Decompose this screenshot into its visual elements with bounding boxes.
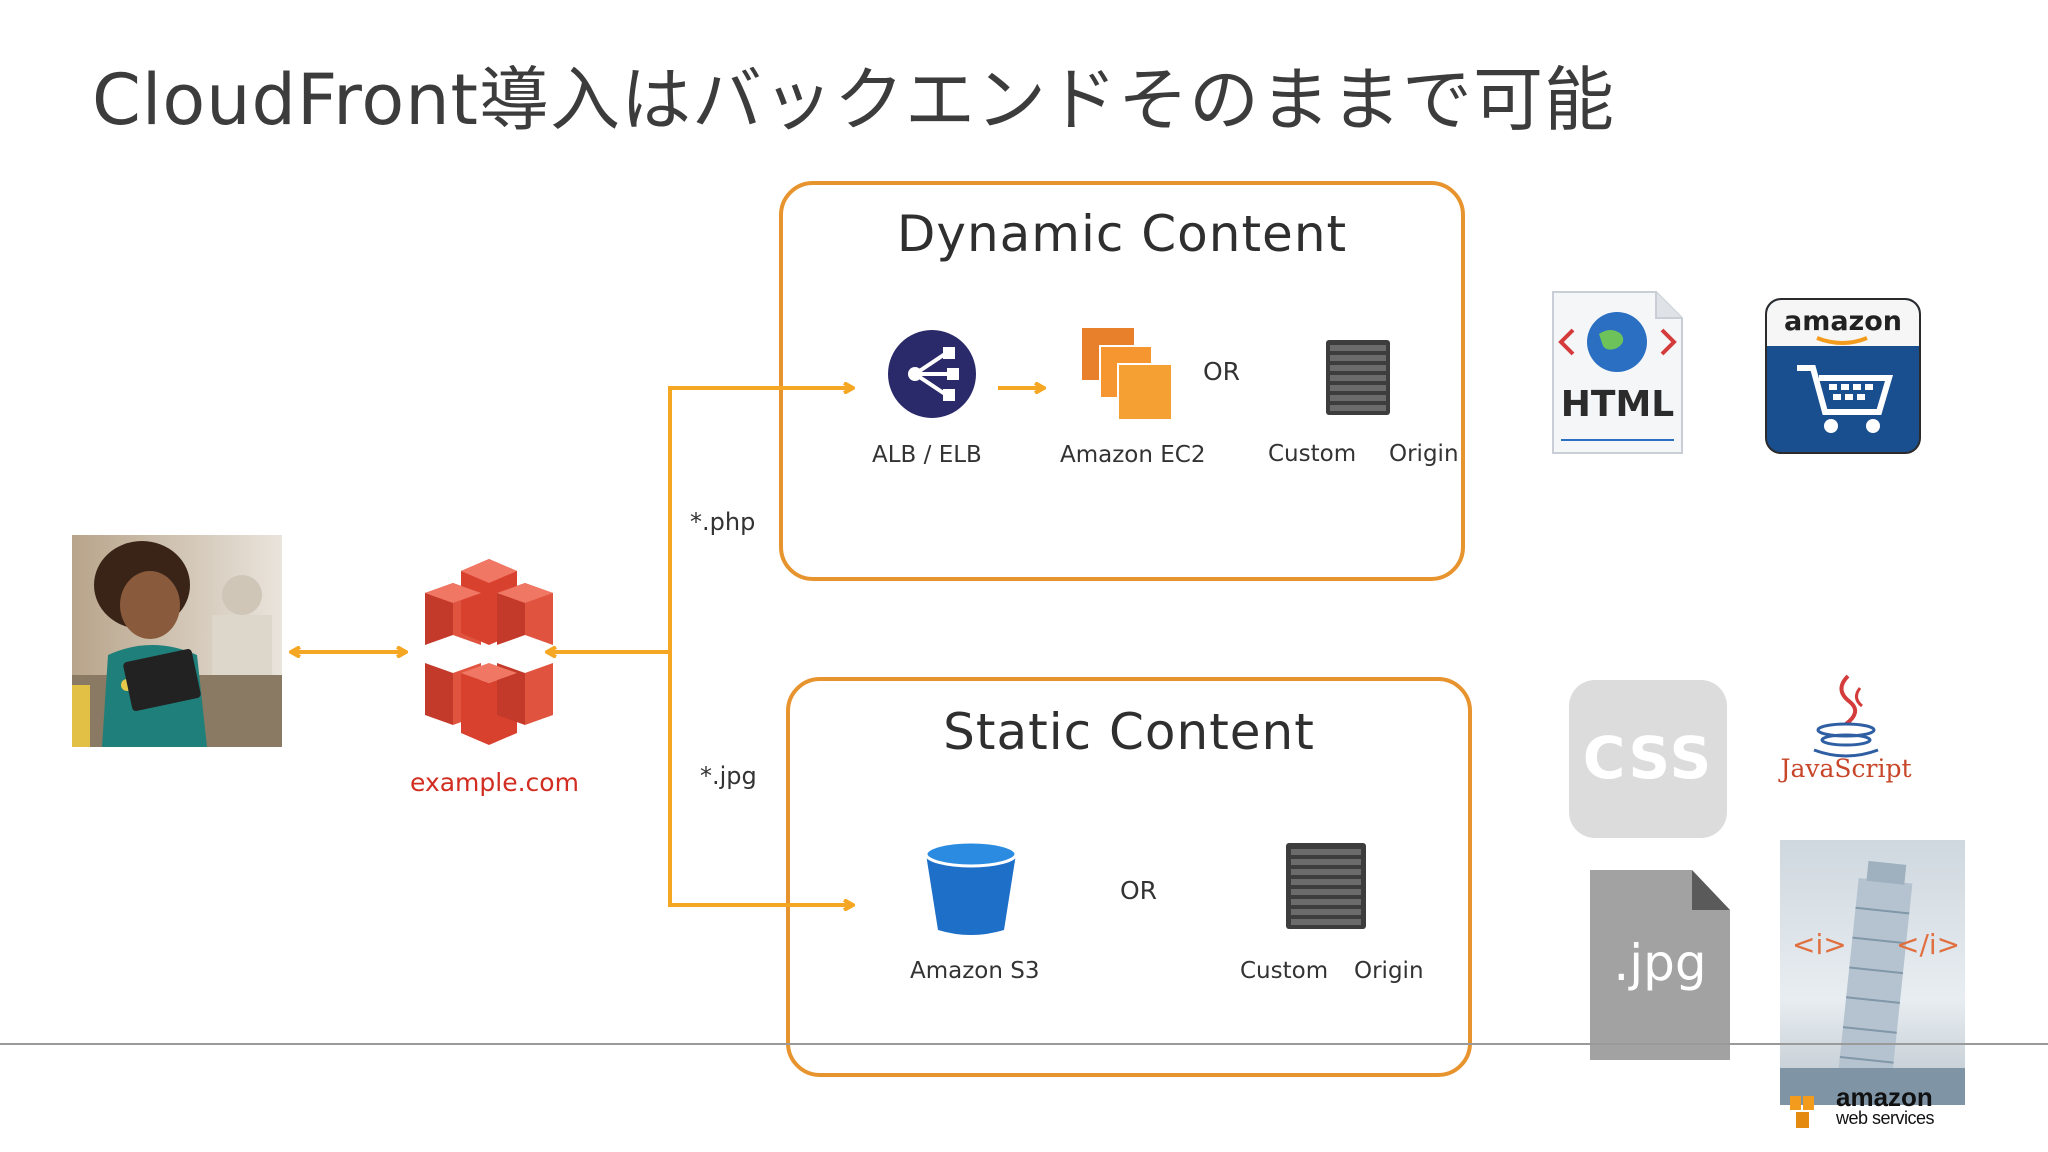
footer-divider — [0, 1043, 2048, 1045]
tower-left-tag: <i> — [1792, 928, 1847, 961]
static-custom-label: Custom — [1240, 958, 1329, 984]
jpg-file-icon: .jpg — [1590, 870, 1730, 1060]
custom-origin-server-icon — [1286, 843, 1366, 929]
html-file-icon: HTML — [1551, 290, 1684, 455]
aws-logo: amazon web services — [1790, 1082, 1960, 1134]
cloudfront-domain-label: example.com — [410, 768, 579, 797]
ec2-label: Amazon EC2 — [1060, 442, 1206, 468]
ec2-icon — [1082, 328, 1173, 421]
javascript-icon-text: JavaScript — [1780, 754, 1912, 783]
amazon-cart-icon: amazon — [1765, 298, 1921, 454]
page-title: CloudFront導入はバックエンドそのままで可能 — [92, 59, 1616, 141]
php-route-label: *.php — [690, 508, 756, 536]
tower-right-tag: </i> — [1896, 928, 1961, 961]
s3-label: Amazon S3 — [910, 958, 1040, 984]
custom-origin-server-icon — [1326, 340, 1390, 415]
css-icon: CSS — [1569, 680, 1727, 838]
user-photo — [72, 535, 282, 747]
alb-label: ALB / ELB — [872, 442, 982, 468]
static-or-label: OR — [1120, 876, 1158, 905]
dynamic-or-label: OR — [1203, 357, 1241, 386]
aws-logo-line2: web services — [1836, 1108, 1935, 1128]
jpg-route-label: *.jpg — [700, 762, 757, 790]
javascript-icon: JavaScript — [1770, 672, 1922, 790]
css-icon-text: CSS — [1582, 724, 1714, 792]
static-content-title: Static Content — [943, 703, 1315, 761]
jpg-file-text: .jpg — [1613, 934, 1707, 992]
static-origin-label: Origin — [1354, 958, 1424, 984]
tower-image-icon: <i> </i> — [1780, 840, 1965, 1105]
dynamic-custom-label: Custom — [1268, 441, 1357, 467]
html-file-text: HTML — [1560, 384, 1675, 425]
alb-icon — [888, 330, 976, 418]
s3-bucket-icon — [924, 840, 1018, 935]
aws-logo-line1: amazon — [1836, 1082, 1933, 1112]
dynamic-origin-label: Origin — [1389, 441, 1459, 467]
dynamic-content-title: Dynamic Content — [896, 205, 1348, 263]
cloudfront-icon — [425, 559, 553, 745]
amazon-logo-text: amazon — [1783, 306, 1903, 337]
